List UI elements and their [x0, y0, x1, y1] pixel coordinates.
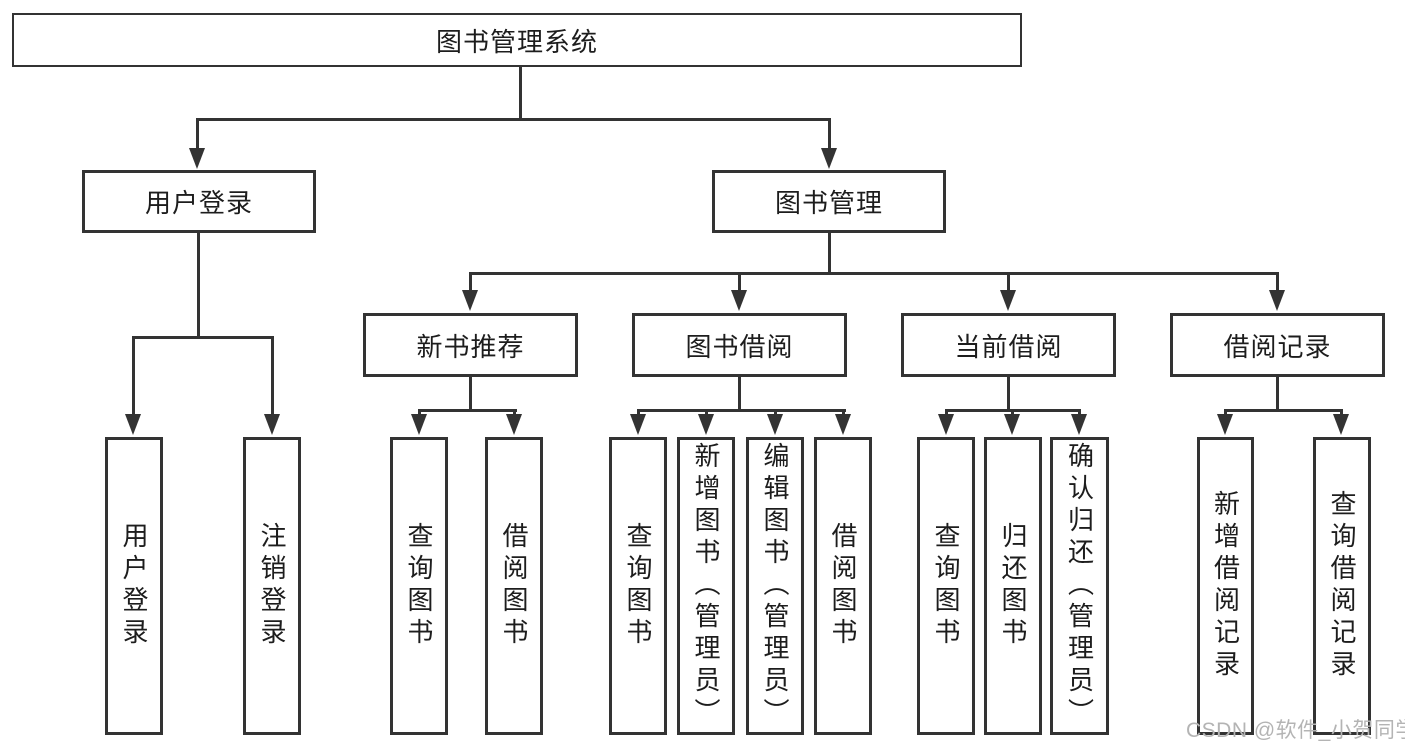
leaf-query-books: 查询图书 — [609, 437, 667, 735]
leaf-label: 归还图书 — [998, 522, 1028, 650]
connector-line — [1224, 409, 1227, 414]
connector-line — [828, 118, 831, 148]
leaf-label: 注销登录 — [257, 522, 287, 650]
csdn-watermark: CSDN @软件_小贺同学 — [1186, 719, 1405, 742]
connector-line — [1078, 409, 1081, 414]
node-root: 图书管理系统 — [12, 13, 1022, 67]
connector-line — [1276, 272, 1279, 290]
connector-line — [945, 409, 948, 414]
arrow-down-icon — [938, 414, 954, 435]
connector-line — [132, 336, 135, 414]
node-book-management: 图书管理 — [712, 170, 946, 233]
connector-line — [1011, 409, 1014, 414]
node-book-borrow: 图书借阅 — [632, 313, 847, 377]
arrow-down-icon — [821, 148, 837, 169]
arrow-down-icon — [125, 414, 141, 435]
connector-line — [196, 118, 199, 148]
leaf-borrow-books: 借阅图书 — [485, 437, 543, 735]
leaf-query-books: 查询图书 — [917, 437, 975, 735]
leaf-label: 编辑图书（管理员） — [760, 442, 790, 730]
arrow-down-icon — [630, 414, 646, 435]
connector-line — [513, 409, 516, 414]
leaf-query-books: 查询图书 — [390, 437, 448, 735]
connector-line — [828, 233, 831, 272]
connector-line — [271, 336, 274, 414]
leaf-query-borrow-record: 查询借阅记录 — [1313, 437, 1371, 735]
leaf-label: 查询借阅记录 — [1327, 490, 1357, 682]
leaf-label: 用户登录 — [119, 522, 149, 650]
connector-line — [637, 409, 846, 412]
node-borrow-records: 借阅记录 — [1170, 313, 1385, 377]
arrow-down-icon — [731, 290, 747, 311]
connector-line — [519, 67, 522, 118]
leaf-label: 新增图书（管理员） — [691, 442, 721, 730]
connector-line — [1340, 409, 1343, 414]
leaf-add-book-admin: 新增图书（管理员） — [677, 437, 735, 735]
connector-line — [705, 409, 708, 414]
node-current-borrow: 当前借阅 — [901, 313, 1116, 377]
leaf-logout: 注销登录 — [243, 437, 301, 735]
node-new-book-recommend: 新书推荐 — [363, 313, 578, 377]
leaf-borrow-books: 借阅图书 — [814, 437, 872, 735]
arrow-down-icon — [1269, 290, 1285, 311]
connector-line — [738, 272, 741, 290]
arrow-down-icon — [1333, 414, 1349, 435]
leaf-confirm-return-admin: 确认归还（管理员） — [1050, 437, 1109, 735]
connector-line — [469, 272, 472, 290]
leaf-label: 查询图书 — [623, 522, 653, 650]
leaf-edit-book-admin: 编辑图书（管理员） — [746, 437, 804, 735]
connector-line — [1007, 272, 1010, 290]
arrow-down-icon — [462, 290, 478, 311]
arrow-down-icon — [264, 414, 280, 435]
leaf-label: 借阅图书 — [828, 522, 858, 650]
leaf-label: 新增借阅记录 — [1210, 490, 1241, 682]
connector-line — [1007, 377, 1010, 409]
connector-line — [469, 377, 472, 409]
arrow-down-icon — [1004, 414, 1020, 435]
connector-line — [1224, 409, 1343, 412]
leaf-label: 确认归还（管理员） — [1064, 442, 1095, 730]
arrow-down-icon — [698, 414, 714, 435]
leaf-label: 查询图书 — [404, 522, 434, 650]
arrow-down-icon — [1000, 290, 1016, 311]
arrow-down-icon — [189, 148, 205, 169]
arrow-down-icon — [767, 414, 783, 435]
leaf-label: 查询图书 — [931, 522, 961, 650]
arrow-down-icon — [506, 414, 522, 435]
connector-line — [842, 409, 845, 414]
connector-line — [418, 409, 421, 414]
connector-line — [418, 409, 517, 412]
connector-line — [637, 409, 640, 414]
arrow-down-icon — [835, 414, 851, 435]
arrow-down-icon — [1071, 414, 1087, 435]
node-user-login: 用户登录 — [82, 170, 316, 233]
connector-line — [1276, 377, 1279, 409]
arrow-down-icon — [1217, 414, 1233, 435]
leaf-label: 借阅图书 — [499, 522, 529, 650]
leaf-user-login: 用户登录 — [105, 437, 163, 735]
leaf-add-borrow-record: 新增借阅记录 — [1197, 437, 1254, 735]
connector-line — [469, 272, 1279, 275]
connector-line — [197, 233, 200, 336]
arrow-down-icon — [411, 414, 427, 435]
leaf-return-book: 归还图书 — [984, 437, 1042, 735]
connector-line — [774, 409, 777, 414]
connector-line — [196, 118, 831, 121]
connector-line — [738, 377, 741, 409]
connector-line — [132, 336, 274, 339]
